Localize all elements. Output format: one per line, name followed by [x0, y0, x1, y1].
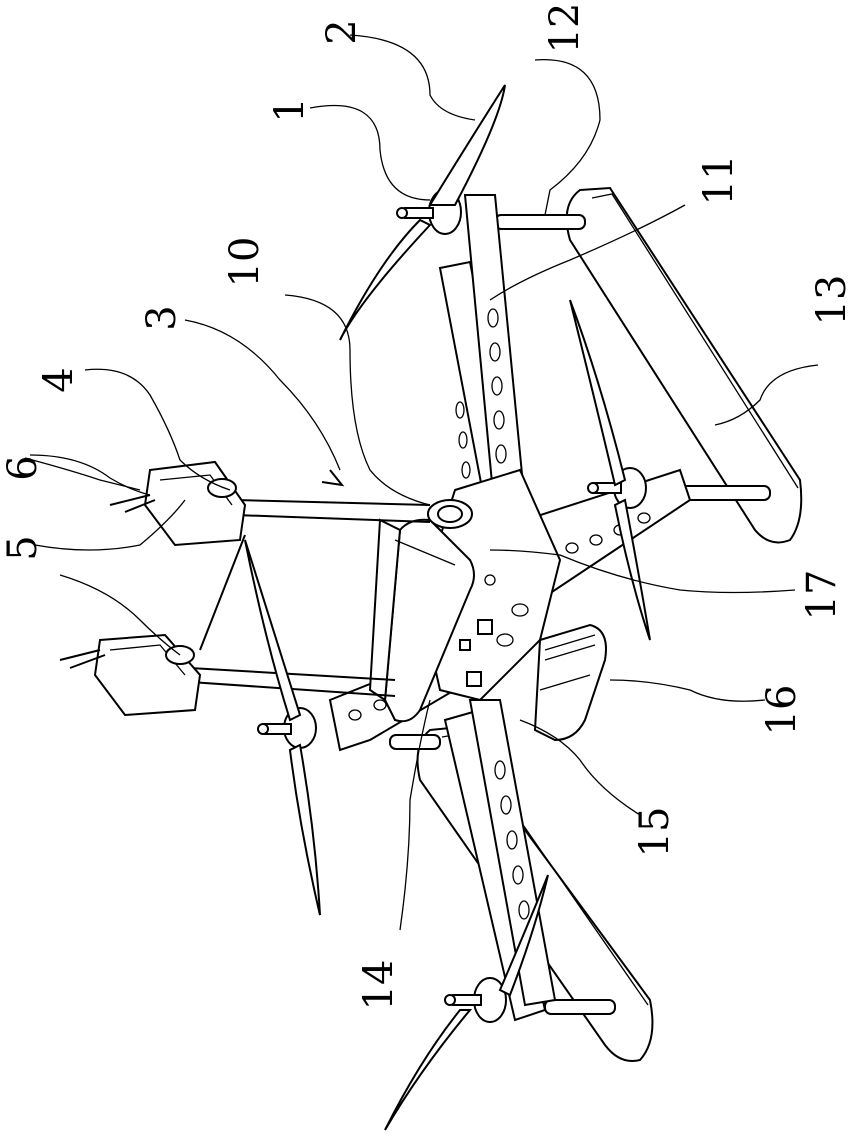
- label-2: 2: [319, 19, 365, 44]
- label-6: 6: [0, 455, 46, 480]
- gripper-upper: [110, 462, 245, 545]
- reference-numerals: 1 2 12 11 10 13 3 4 6 5 17 16 15 14: [0, 3, 855, 1011]
- label-17: 17: [799, 570, 845, 621]
- label-4: 4: [36, 367, 82, 392]
- label-16: 16: [759, 685, 805, 736]
- gripper-lower: [60, 635, 200, 715]
- label-10: 10: [222, 237, 268, 288]
- label-15: 15: [632, 807, 678, 858]
- motor-bottom: [445, 978, 506, 1022]
- label-13: 13: [809, 275, 855, 326]
- label-11: 11: [696, 155, 742, 206]
- label-3: 3: [139, 305, 185, 330]
- label-14: 14: [356, 960, 402, 1011]
- label-12: 12: [542, 3, 588, 54]
- label-1: 1: [267, 97, 313, 122]
- motor-left: [258, 708, 316, 748]
- label-5: 5: [0, 535, 46, 560]
- battery-pack: [535, 625, 606, 740]
